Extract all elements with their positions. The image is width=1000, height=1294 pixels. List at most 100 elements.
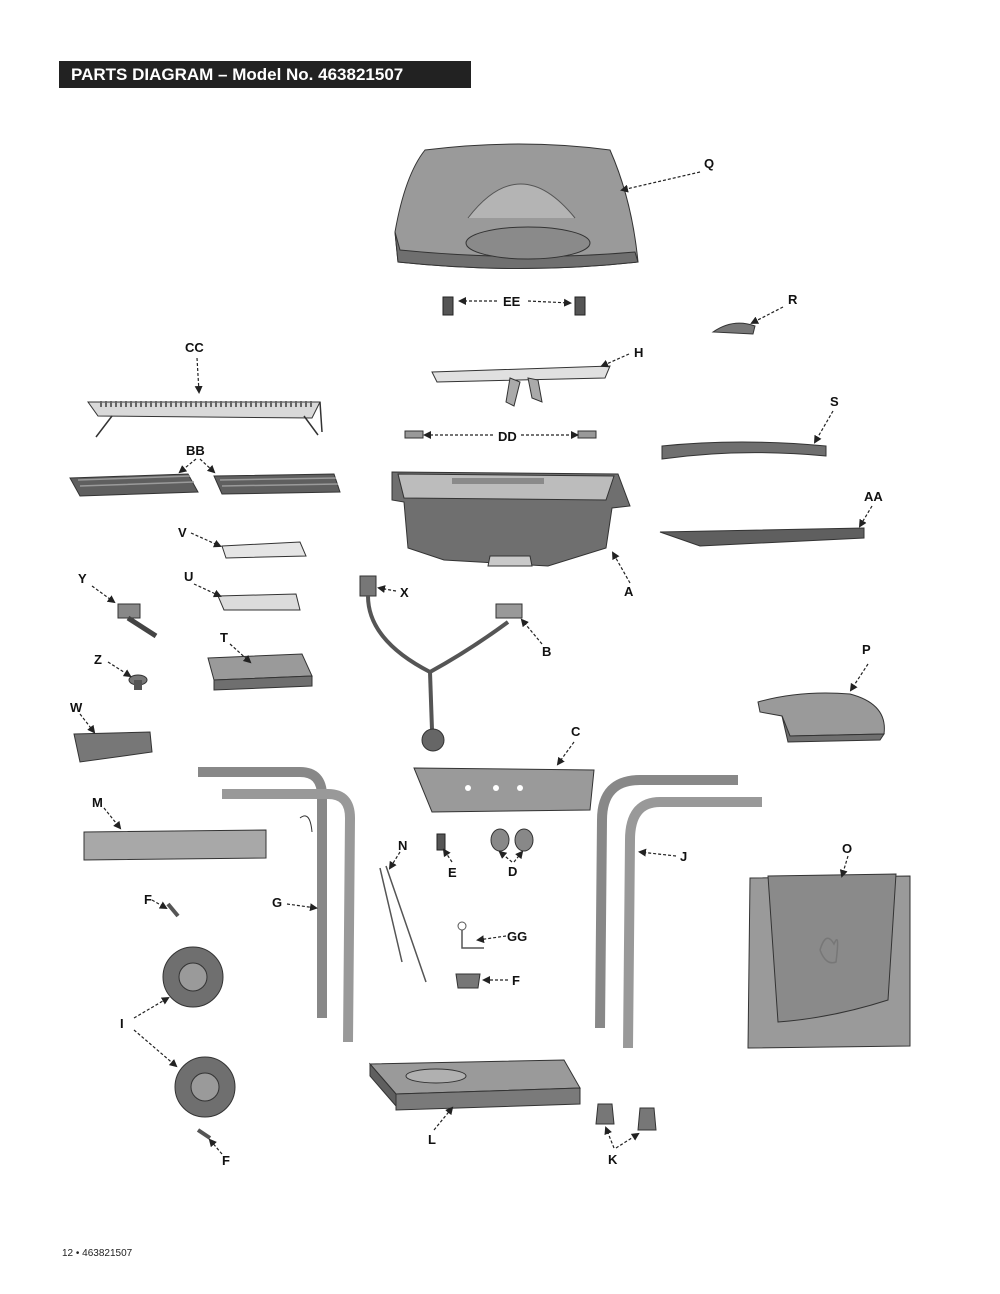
- part-igniter: [436, 833, 446, 851]
- leader-Y: [91, 585, 116, 604]
- leader-B: [520, 618, 543, 645]
- part-burner-control-panel: [73, 731, 153, 763]
- label-T: T: [220, 630, 228, 645]
- leader-J: [638, 848, 677, 857]
- label-DD: DD: [498, 429, 517, 444]
- part-wheels: [162, 946, 236, 1118]
- leader-D-left: [498, 850, 513, 863]
- part-bottom-shelf: [368, 1059, 581, 1111]
- part-hinge-pins: [442, 296, 586, 316]
- part-lower-grate: [221, 541, 307, 559]
- label-BB: BB: [186, 443, 205, 458]
- leader-E: [442, 848, 453, 863]
- leader-M: [103, 807, 122, 830]
- part-right-leg-frame: [595, 775, 762, 1049]
- page-footer: 12 • 463821507: [62, 1248, 133, 1259]
- leader-Z: [107, 661, 132, 678]
- label-Q: Q: [704, 156, 714, 171]
- part-side-burner-valve: [117, 603, 158, 639]
- label-GG: GG: [507, 929, 527, 944]
- leader-BB-right: [199, 458, 216, 474]
- leader-T: [229, 643, 252, 664]
- leader-H: [600, 353, 630, 368]
- leader-K-left: [604, 1126, 615, 1149]
- part-thermometer: [711, 322, 756, 335]
- label-F-bottom: F: [222, 1153, 230, 1168]
- label-C: C: [571, 724, 581, 739]
- part-firebox: [391, 471, 631, 567]
- label-CC: CC: [185, 340, 204, 355]
- leader-BB-left: [178, 458, 197, 474]
- leader-P: [849, 663, 869, 692]
- label-L: L: [428, 1132, 436, 1147]
- part-cooking-grates: [69, 473, 341, 497]
- leader-GG: [476, 935, 507, 944]
- part-control-bracket: [659, 527, 865, 547]
- label-N: N: [398, 838, 407, 853]
- label-AA: AA: [864, 489, 883, 504]
- part-regulator-hose: [359, 575, 523, 752]
- leader-L: [433, 1106, 454, 1131]
- part-leg-caps: [595, 1103, 657, 1131]
- part-control-knobs: [490, 828, 534, 852]
- label-F-mid: F: [512, 973, 520, 988]
- leader-A: [612, 551, 631, 584]
- part-cross-brace: [83, 829, 267, 861]
- label-G: G: [272, 895, 282, 910]
- label-A: A: [624, 584, 634, 599]
- label-B: B: [542, 644, 551, 659]
- leader-CC: [194, 357, 203, 394]
- leader-D-right: [513, 850, 524, 863]
- label-I: I: [120, 1016, 124, 1031]
- leader-I-top: [133, 996, 170, 1019]
- leader-K-right: [615, 1132, 640, 1149]
- label-J: J: [680, 849, 687, 864]
- part-tank-cup: [455, 973, 481, 989]
- part-side-shelf: [757, 692, 885, 743]
- part-side-burner-tray: [207, 653, 313, 691]
- label-EE: EE: [503, 294, 521, 309]
- leader-C: [556, 741, 575, 766]
- part-lid: [394, 143, 639, 269]
- part-left-leg-frame: [198, 767, 356, 1043]
- label-Y: Y: [78, 571, 87, 586]
- label-V: V: [178, 525, 187, 540]
- part-side-burner-knob: [128, 674, 148, 690]
- label-O: O: [842, 841, 852, 856]
- part-warming-rack: [87, 401, 323, 438]
- part-side-burner: [217, 593, 301, 611]
- leader-EE-right: [527, 298, 572, 307]
- label-R: R: [788, 292, 798, 307]
- label-K: K: [608, 1152, 618, 1167]
- part-heat-shield: [431, 365, 611, 407]
- part-door: [747, 873, 911, 1049]
- page-title: PARTS DIAGRAM – Model No. 463821507: [59, 61, 471, 88]
- label-D: D: [508, 864, 517, 879]
- leader-V: [190, 532, 222, 548]
- leader-S: [813, 410, 834, 444]
- part-tank-retainer: [457, 921, 484, 949]
- part-handle: [661, 441, 827, 460]
- leader-F-bottom: [208, 1138, 223, 1155]
- label-S: S: [830, 394, 839, 409]
- leader-AA: [858, 505, 873, 528]
- leader-G: [286, 903, 318, 912]
- leader-R: [750, 306, 784, 324]
- leader-U: [193, 583, 222, 598]
- leader-O: [839, 855, 849, 878]
- part-axle-bolt-bottom: [196, 1128, 212, 1140]
- label-H: H: [634, 345, 643, 360]
- leader-F-top: [151, 899, 168, 909]
- label-W: W: [70, 700, 83, 715]
- label-U: U: [184, 569, 193, 584]
- leader-I-bottom: [133, 1029, 178, 1068]
- label-E: E: [448, 865, 457, 880]
- label-F-top: F: [144, 892, 152, 907]
- leader-X: [377, 585, 397, 593]
- label-X: X: [400, 585, 409, 600]
- leader-W: [79, 713, 96, 734]
- part-axle-bolt-top: [166, 902, 180, 918]
- part-tank-hook: [379, 865, 427, 983]
- label-P: P: [862, 642, 871, 657]
